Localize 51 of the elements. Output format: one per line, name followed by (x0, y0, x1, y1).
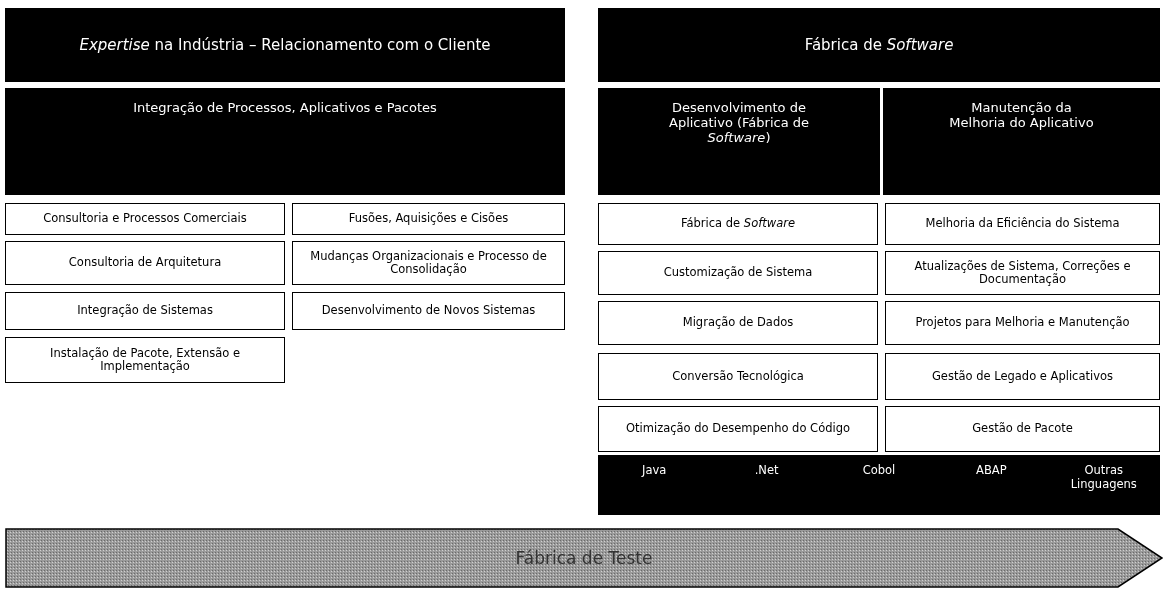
box-label: Expertise na Indústria – Relacionamento com o Cliente (79, 36, 491, 54)
language-label: Cobol (861, 463, 897, 477)
box-label: Fábrica de Software (804, 36, 954, 54)
box-label: Migração de Dados (682, 316, 794, 330)
service-box (5, 337, 285, 383)
service-box (598, 406, 878, 452)
language-label: Outras Linguagens (1069, 463, 1138, 491)
service-box (5, 203, 285, 235)
service-box (885, 203, 1160, 245)
service-box (5, 292, 285, 330)
box-label: Integração de Sistemas (77, 304, 213, 318)
box-label: Fábrica de Software (680, 217, 795, 231)
box-label: Desenvolvimento de Aplicativo (Fábrica de Software) (668, 100, 810, 145)
box-label: Fusões, Aquisições e Cisões (348, 212, 509, 226)
header-bar (5, 8, 565, 82)
category-bar (5, 88, 565, 195)
service-box (598, 203, 878, 245)
box-label: Desenvolvimento de Novos Sistemas (321, 304, 536, 318)
box-label: Melhoria da Eficiência do Sistema (925, 217, 1120, 231)
language-bar (598, 455, 1160, 515)
box-label: Fábrica de Teste (515, 548, 653, 568)
box-label: Gestão de Legado e Aplicativos (931, 369, 1114, 384)
category-bar (598, 88, 880, 195)
box-label: Instalação de Pacote, Extensão e Implementação (49, 346, 241, 374)
service-box (885, 301, 1160, 345)
box-label: Otimização do Desempenho do Código (626, 422, 850, 436)
language-label: .Net (753, 463, 780, 477)
box-label: Mudanças Organizacionais e Processo de Consolidação (309, 249, 548, 277)
service-box (598, 251, 878, 295)
category-bar (883, 88, 1160, 195)
box-label: Integração de Processos, Aplicativos e Pacotes (133, 100, 437, 115)
header-bar (598, 8, 1160, 82)
service-box (292, 203, 565, 235)
service-box (292, 292, 565, 330)
service-box (598, 353, 878, 400)
box-label: Customização de Sistema (663, 266, 813, 280)
box-label: Consultoria de Arquitetura (68, 256, 222, 270)
box-label: Manutenção da Melhoria do Aplicativo (948, 100, 1095, 130)
box-label: Conversão Tecnológica (672, 369, 804, 384)
box-label: Atualizações de Sistema, Correções e Documentação (913, 259, 1132, 287)
box-label: Consultoria e Processos Comerciais (43, 212, 247, 226)
service-box (885, 406, 1160, 452)
box-label: Projetos para Melhoria e Manutenção (915, 316, 1130, 330)
language-label: ABAP (975, 463, 1008, 477)
service-box (598, 301, 878, 345)
language-label: Java (640, 463, 668, 477)
service-box (885, 251, 1160, 295)
service-box (292, 241, 565, 285)
box-label: Gestão de Pacote (972, 422, 1073, 436)
service-box (885, 353, 1160, 400)
service-box (5, 241, 285, 285)
